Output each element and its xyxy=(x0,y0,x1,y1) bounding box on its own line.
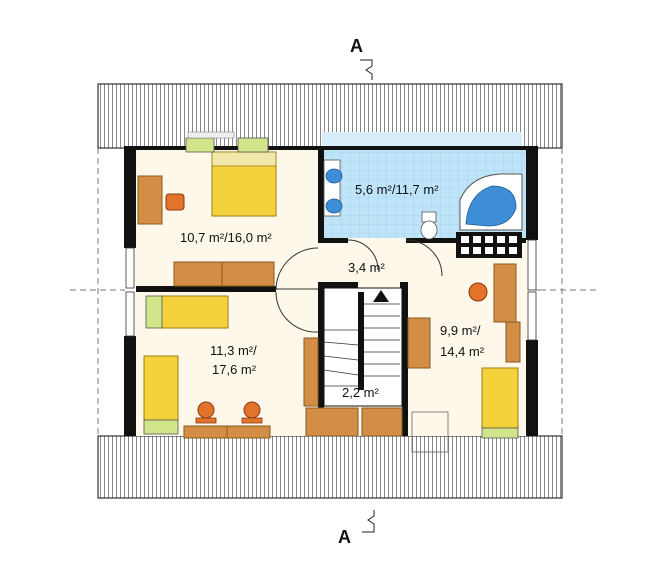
bed-top-left xyxy=(185,131,277,217)
bathroom-fixtures xyxy=(323,159,523,240)
section-label-bottom: A xyxy=(338,527,351,547)
chairs-bottom-left xyxy=(195,401,263,424)
doors xyxy=(275,239,443,333)
section-marker-top: A xyxy=(350,36,373,80)
stair-arrow-icon xyxy=(373,290,389,302)
side-windows xyxy=(125,239,537,341)
exterior-walls xyxy=(124,146,538,436)
cabinet-bottom-left xyxy=(303,337,319,407)
bed-right xyxy=(481,367,519,439)
wardrobe-right xyxy=(407,317,521,369)
room-area-hall: 3,4 m² xyxy=(348,260,386,275)
room-area-bedroom-right-2: 14,4 m² xyxy=(440,344,485,359)
desk-top-left xyxy=(137,175,185,225)
staircase xyxy=(323,287,403,407)
room-area-bedroom-bottom-left-2: 17,6 m² xyxy=(212,362,257,377)
room-area-bedroom-top-left: 10,7 m²/16,0 m² xyxy=(180,230,272,245)
wardrobes-bottom xyxy=(305,407,403,437)
desk-right xyxy=(468,263,517,323)
section-marker-bottom: A xyxy=(338,510,375,547)
roof-bottom xyxy=(97,435,563,499)
room-area-bathroom: 5,6 m²/11,7 m² xyxy=(355,182,439,197)
room-area-stair: 2,2 m² xyxy=(342,385,380,400)
bed-bottom-left-top xyxy=(145,295,229,329)
section-label-top: A xyxy=(350,36,363,56)
wardrobe-top-left xyxy=(173,261,275,287)
room-area-bedroom-right-1: 9,9 m²/ xyxy=(440,323,481,338)
bed-bottom-left-side xyxy=(143,355,179,435)
desks-bottom-left xyxy=(183,425,271,439)
window-tiles xyxy=(322,132,522,148)
chimney-grid xyxy=(456,232,522,258)
window-bottom-right xyxy=(411,411,449,453)
room-area-bedroom-bottom-left-1: 11,3 m²/ xyxy=(210,343,257,358)
